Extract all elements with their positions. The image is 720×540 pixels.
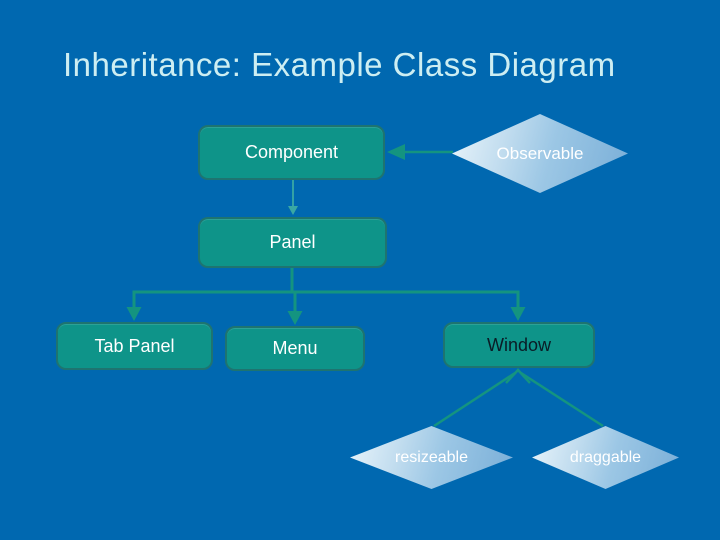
- down-arrowhead-icon: [510, 307, 526, 321]
- down-arrowhead-icon: [287, 311, 303, 325]
- edge-component-to-panel: [288, 180, 298, 215]
- class-label: Tab Panel: [94, 335, 175, 356]
- left-arrowhead-icon: [387, 144, 405, 160]
- slide-title: Inheritance: Example Class Diagram: [63, 46, 616, 83]
- class-box-panel: Panel: [198, 217, 387, 268]
- open-up-arrowhead-icon: [505, 368, 531, 384]
- class-box-window: Window: [443, 322, 595, 368]
- diamond-label: resizeable: [395, 448, 468, 466]
- edge-diamonds-to-window: [433, 368, 604, 428]
- class-label: Component: [244, 142, 339, 162]
- class-box-component: Component: [198, 125, 385, 180]
- diamond-label: draggable: [569, 448, 642, 466]
- class-box-tab-panel: Tab Panel: [56, 322, 213, 370]
- class-label: Window: [486, 334, 552, 355]
- edge-observable-to-component: [387, 144, 453, 160]
- class-box-menu: Menu: [225, 326, 365, 371]
- class-label: Menu: [272, 338, 318, 358]
- down-arrowhead-icon: [126, 307, 142, 321]
- down-arrowhead-icon: [288, 206, 298, 215]
- edge-panel-to-children: [132, 268, 520, 312]
- diamond-label: Observable: [496, 143, 584, 163]
- class-label: Panel: [269, 232, 316, 252]
